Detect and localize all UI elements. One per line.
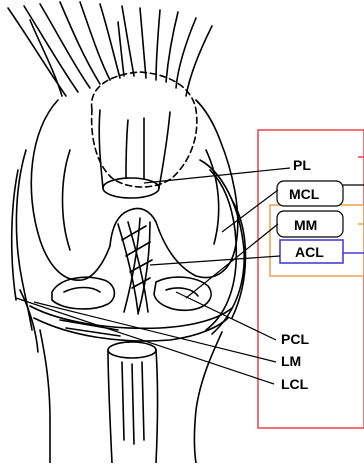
quadriceps-tendon (8, 2, 212, 96)
leader-lines (16, 168, 290, 384)
label-lm: LM (281, 353, 301, 369)
label-pcl: PCL (281, 331, 309, 347)
collateral-ligaments (200, 160, 246, 334)
femur-condyles (12, 100, 238, 330)
knee-illustration (8, 2, 246, 463)
label-mcl: MCL (289, 186, 320, 202)
fibula (108, 342, 158, 463)
acl-leader (150, 256, 280, 265)
cruciate-ligaments (118, 218, 152, 314)
label-acl: ACL (295, 244, 324, 260)
outer-frame (258, 130, 364, 428)
label-pl: PL (293, 157, 311, 173)
pcl-leader (176, 292, 276, 340)
patellar-ligament (99, 110, 170, 198)
pl-leader (144, 168, 290, 183)
tibia (20, 290, 232, 463)
label-mm: MM (294, 217, 317, 233)
label-lcl: LCL (281, 376, 309, 392)
